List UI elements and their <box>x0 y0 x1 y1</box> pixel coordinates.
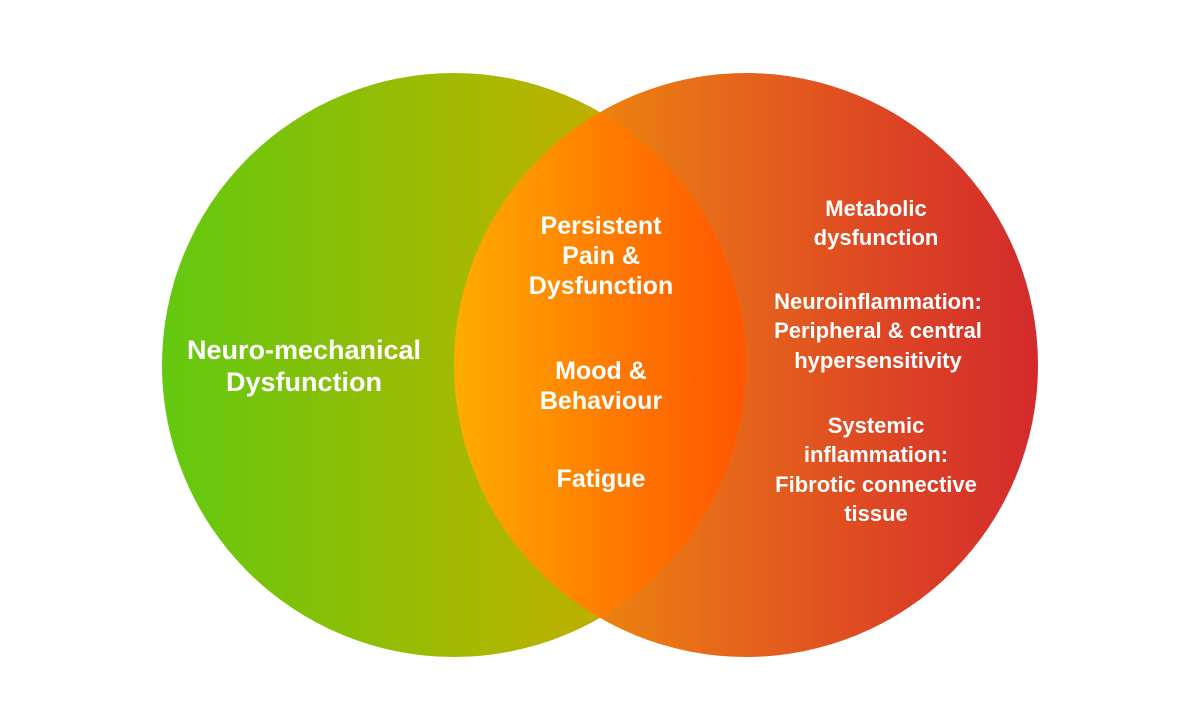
overlap-item-fatigue: Fatigue <box>557 464 646 494</box>
overlap-line: Pain & <box>562 242 640 270</box>
right-line: inflammation: <box>803 442 949 468</box>
left-circle-label: Neuro-mechanical Dysfunction <box>187 334 421 399</box>
overlap-line: Fatigue <box>556 465 646 493</box>
left-label-line: Dysfunction <box>225 367 383 398</box>
right-line: Neuroinflammation: <box>774 289 982 314</box>
overlap-region <box>454 73 746 657</box>
overlap-line: Dysfunction <box>528 272 674 300</box>
right-item-metabolic: Metabolic dysfunction <box>814 194 939 253</box>
overlap-line: Behaviour <box>539 387 663 415</box>
right-line: Fibrotic connective <box>775 471 977 497</box>
right-line: Peripheral & central <box>774 318 982 344</box>
overlap-line: Persistent <box>540 212 662 240</box>
overlap-item-mood-behaviour: Mood & Behaviour <box>540 356 662 416</box>
right-line: hypersensitivity <box>794 347 962 373</box>
left-label-line: Neuro-mechanical <box>186 335 422 365</box>
overlap-line: Mood & <box>555 357 647 385</box>
right-item-systemic-inflammation: Systemic inflammation: Fibrotic connecti… <box>775 411 977 528</box>
right-item-neuroinflammation: Neuroinflammation: Peripheral & central … <box>774 287 982 375</box>
right-line: dysfunction <box>813 225 939 251</box>
right-line: Systemic <box>827 413 925 438</box>
right-line: Metabolic <box>825 196 927 221</box>
right-line: tissue <box>844 500 908 526</box>
overlap-item-persistent-pain: Persistent Pain & Dysfunction <box>529 211 673 301</box>
